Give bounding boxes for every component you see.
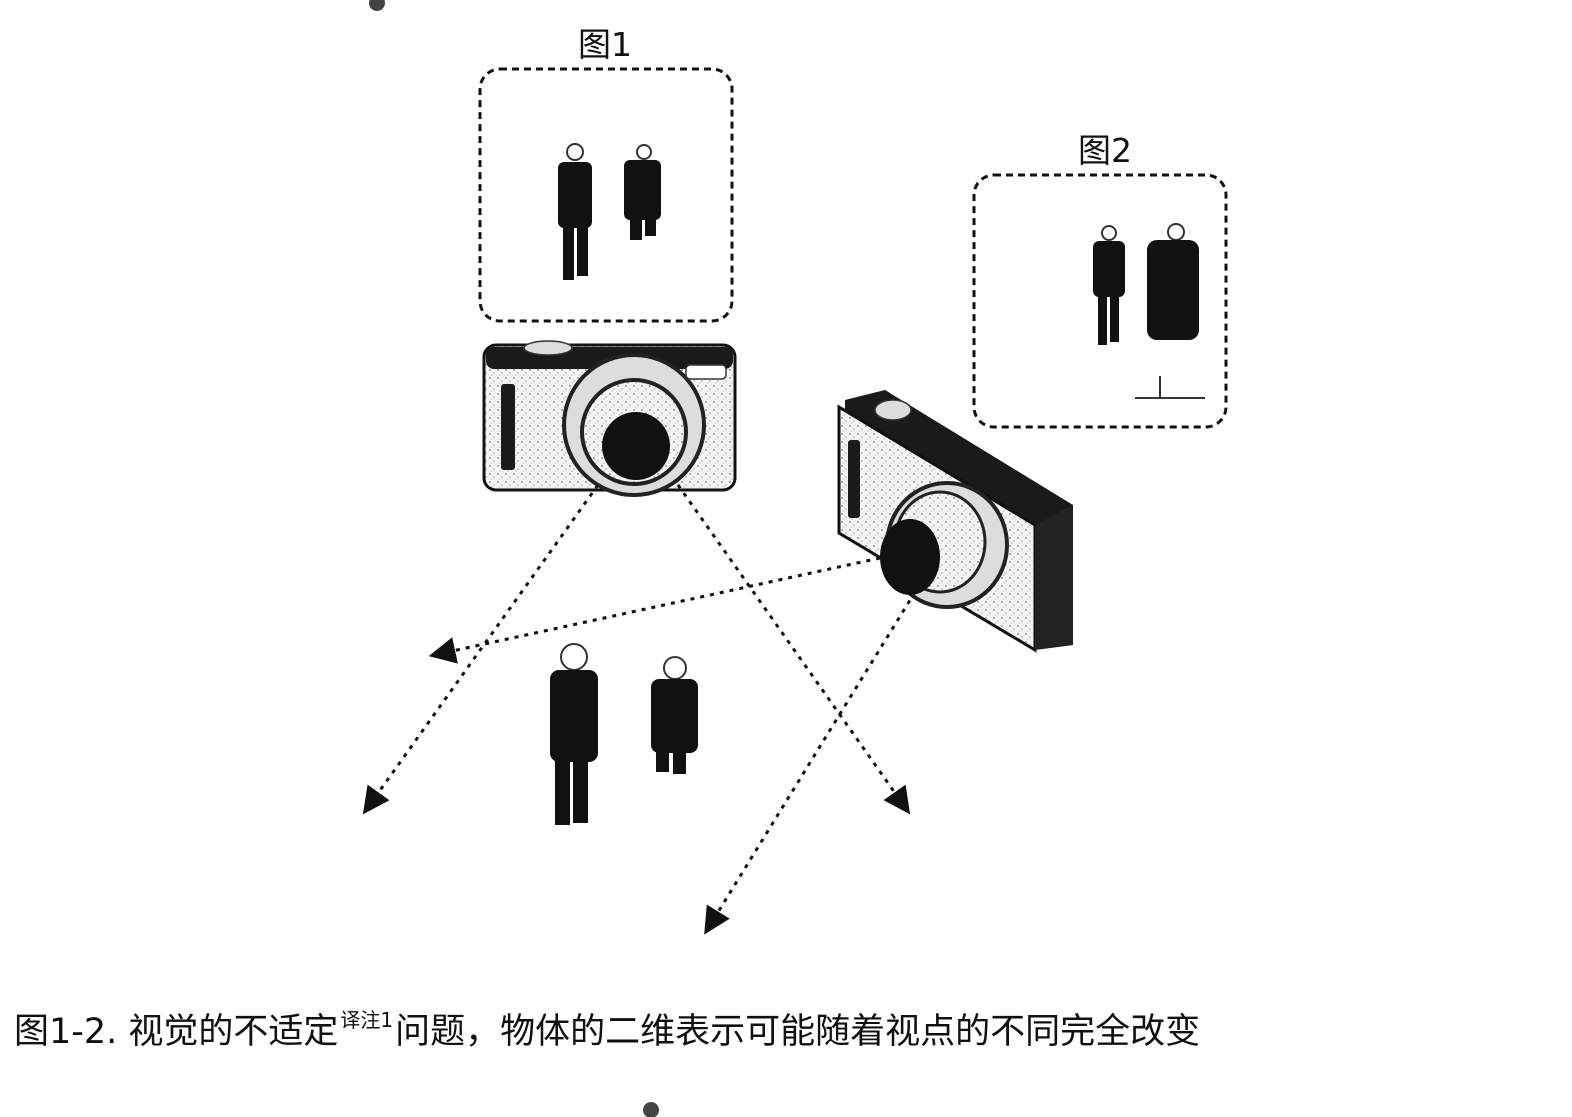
view2-person-right bbox=[1147, 223, 1199, 340]
view1-person-left bbox=[558, 143, 592, 280]
view1-person-right bbox=[624, 144, 661, 240]
ray-camera2-left bbox=[428, 556, 881, 664]
scene-people bbox=[550, 643, 698, 825]
view1-label: 图1 bbox=[578, 25, 632, 64]
view1-people bbox=[558, 143, 661, 280]
camera-oblique bbox=[837, 390, 1073, 653]
stray-dot bbox=[369, 0, 385, 11]
ray-camera1-left bbox=[362, 484, 600, 815]
view2-people bbox=[1093, 223, 1205, 399]
ray-camera1-right bbox=[676, 484, 911, 815]
stray-dot bbox=[643, 1102, 659, 1117]
scene-person-right bbox=[651, 656, 698, 774]
scene-person-left bbox=[550, 643, 598, 825]
view1-frame bbox=[478, 67, 734, 323]
view2-label: 图2 bbox=[1078, 131, 1132, 170]
view2-person-left bbox=[1093, 225, 1125, 345]
view-rays bbox=[362, 484, 917, 935]
camera-front bbox=[482, 340, 737, 497]
caption-prefix: 图1-2. 视觉的不适定 bbox=[14, 1012, 339, 1052]
caption-note: 译注1 bbox=[340, 1008, 394, 1032]
view2-frame bbox=[972, 173, 1228, 429]
figure-caption: 图1-2. 视觉的不适定译注1问题，物体的二维表示可能随着视点的不同完全改变 bbox=[14, 1008, 1200, 1053]
caption-suffix: 问题，物体的二维表示可能随着视点的不同完全改变 bbox=[395, 1012, 1201, 1052]
ray-camera2-down bbox=[704, 591, 917, 935]
